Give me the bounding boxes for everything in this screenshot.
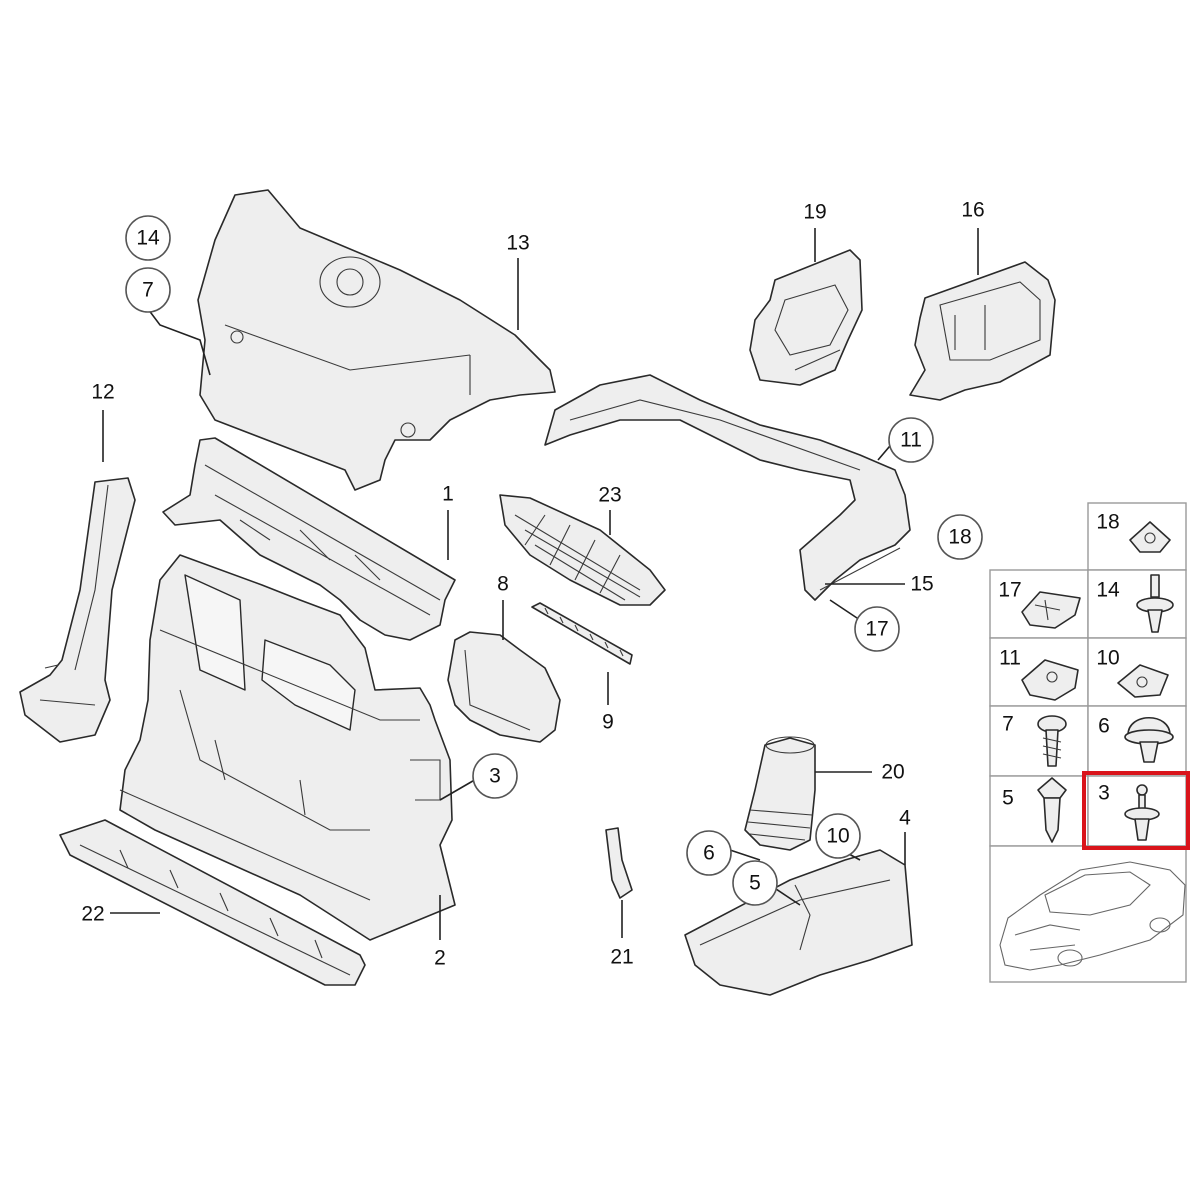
callout-circle [854,606,900,652]
hardware-panel: 18 17 14 11 10 7 6 [989,502,1190,983]
part-9-strip [531,602,633,665]
expanding-rivet-icon [1124,716,1174,763]
callout-label: 7 [142,279,154,302]
hardware-label: 18 [1096,511,1119,534]
callout-13: 13 [506,232,529,255]
hardware-label: 14 [1096,579,1120,602]
speed-nut-hole [1136,676,1148,688]
hardware-cell [989,775,1089,847]
callout-16: 16 [961,199,984,222]
part-15-duct [544,374,911,601]
callout-3: 3 [472,753,518,799]
callout-23: 23 [598,484,621,507]
callout-label: 19 [803,201,826,224]
grommet-hole [1144,532,1156,544]
callout-label: 17 [865,618,888,641]
callout-label: 8 [497,573,509,596]
vehicle-thumbnail-icon [999,861,1186,971]
vehicle-thumbnail-cell [989,845,1187,983]
screw-icon [1037,715,1067,767]
callout-label: 2 [434,947,446,970]
hardware-label: 11 [999,647,1021,670]
callout-14: 14 [125,215,171,261]
callout-5: 5 [732,860,778,906]
grommet-icon [1129,521,1171,553]
push-rivet-icon [1136,574,1174,633]
callout-label: 1 [442,483,454,506]
callout-6: 6 [686,830,732,876]
callout-2: 2 [434,947,446,970]
hardware-label: 6 [1098,715,1110,738]
part-1-air-duct [162,437,456,641]
callout-11: 11 [888,417,934,463]
hardware-label: 17 [998,579,1021,602]
callout-19: 19 [803,201,826,224]
part-20-bellows [744,736,816,851]
callout-label: 9 [602,711,614,734]
part-2-radiator-support [119,554,456,941]
callout-1: 1 [442,483,454,506]
part-13-upper-cover [197,189,556,491]
callout-circle [815,813,861,859]
callout-label: 12 [91,381,114,404]
hardware-label: 7 [1002,713,1014,736]
part-8-air-guide [447,631,561,743]
part-4-lower-duct [684,849,913,996]
callout-label: 11 [900,429,922,452]
callout-8: 8 [497,573,509,596]
selected-part-highlight [1082,771,1190,850]
callout-9: 9 [602,711,614,734]
hardware-cell [989,705,1089,777]
callout-18: 18 [937,514,983,560]
part-16-duct [909,261,1056,401]
callout-label: 23 [598,484,621,507]
callout-circle [732,860,778,906]
callout-label: 20 [881,761,904,784]
callout-label: 21 [610,946,633,969]
callout-15: 15 [910,573,933,596]
callout-label: 22 [81,903,104,926]
callout-12: 12 [91,381,114,404]
part-23-grille [499,494,666,606]
callout-label: 14 [136,227,160,250]
hardware-label: 10 [1096,647,1119,670]
callout-21: 21 [610,946,633,969]
callout-label: 6 [703,842,715,865]
part-12-side-duct [19,477,136,743]
callout-4: 4 [899,807,911,830]
part-19-bracket [749,249,863,386]
callout-label: 15 [910,573,933,596]
clip-nut-detail [1034,599,1061,621]
callout-circle [125,267,171,313]
callout-circle [686,830,732,876]
push-rivet-icon [1124,784,1160,841]
callout-label: 16 [961,199,984,222]
callout-label: 3 [489,765,501,788]
callout-circle [472,753,518,799]
part-22-splash-shield [59,819,366,986]
callout-circle [125,215,171,261]
callout-22: 22 [81,903,104,926]
plastic-nut-icon [1037,777,1067,843]
callout-label: 13 [506,232,529,255]
callout-label: 5 [749,872,761,895]
callout-17: 17 [854,606,900,652]
hardware-label: 3 [1098,782,1110,805]
callout-label: 10 [826,825,849,848]
hardware-label: 5 [1002,787,1014,810]
clip-nut-hole [1046,671,1058,683]
clip-nut-icon [1021,659,1079,701]
callout-circle [937,514,983,560]
callout-7: 7 [125,267,171,313]
callout-label: 18 [948,526,971,549]
callout-10: 10 [815,813,861,859]
callout-circle [888,417,934,463]
callout-20: 20 [881,761,904,784]
callout-label: 4 [899,807,911,830]
speed-nut-icon [1117,664,1169,698]
part-21-bracket [605,827,633,899]
clip-nut-icon [1021,591,1081,629]
